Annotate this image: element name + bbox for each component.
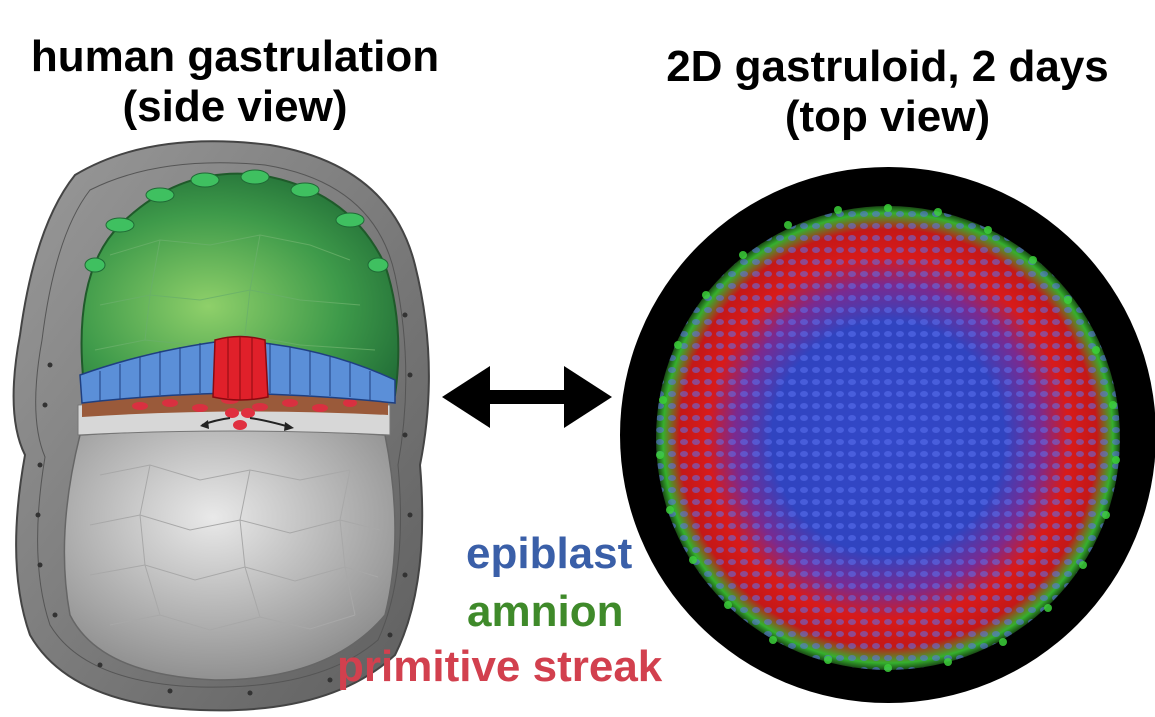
embryo-illustration (12, 140, 430, 712)
left-title-line2: (side view) (122, 82, 348, 131)
streak-cell-lines (227, 336, 253, 400)
ingressing-cells (225, 408, 255, 430)
shell-nuclei (35, 312, 413, 696)
right-title-line2: (top view) (784, 92, 991, 141)
left-title-line1: human gastrulation (30, 32, 440, 81)
legend-epiblast: epiblast (466, 529, 633, 578)
migration-arrowheads (200, 420, 294, 431)
shell-cell-lines (35, 162, 407, 688)
legend-amnion: amnion (467, 587, 624, 636)
legend-primitive-streak: primitive streak (337, 642, 663, 691)
gastruloid-image (620, 167, 1155, 703)
left-title: human gastrulation (side view) (0, 32, 470, 132)
mesoderm-layer (82, 392, 388, 417)
amnion-rim-cells (84, 169, 389, 273)
right-title-line1: 2D gastruloid, 2 days (666, 42, 1109, 91)
cavity-cells (89, 464, 381, 631)
epiblast-cell-lines (99, 343, 371, 401)
gastruloid-green-rim (656, 204, 1120, 672)
gastruloid-nuclei-texture (656, 206, 1120, 670)
double-headed-arrow-icon (442, 366, 612, 428)
right-title: 2D gastruloid, 2 days (top view) (620, 42, 1155, 142)
